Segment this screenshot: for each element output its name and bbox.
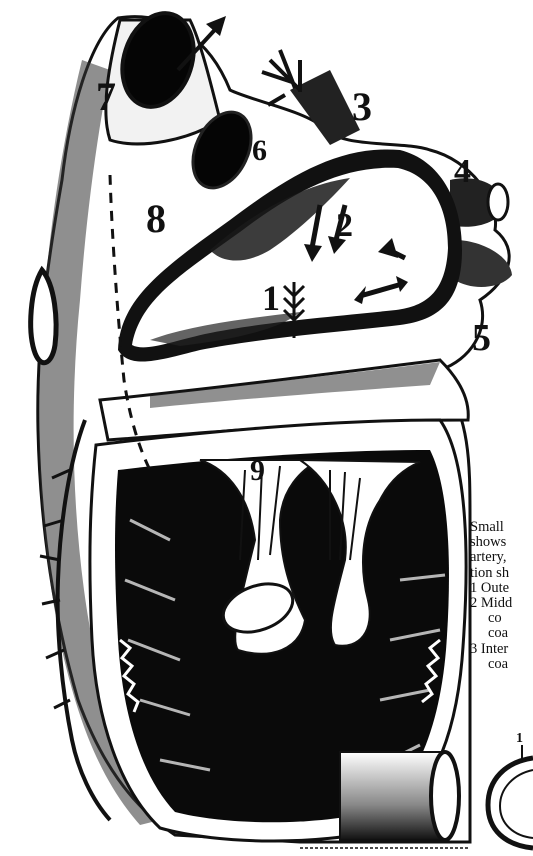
- vessel-branches: [262, 50, 300, 105]
- caption-line: 2 Midd: [470, 596, 533, 611]
- vein-loop: [31, 270, 56, 363]
- caption-line: artery,: [470, 550, 533, 565]
- label-pulmonary-artery: 6: [252, 134, 267, 167]
- caption-line: co: [470, 611, 533, 626]
- label-left-atrium: 1: [262, 278, 280, 318]
- label-right-atrium: 8: [146, 196, 166, 241]
- label-atrium-2: 2: [336, 207, 353, 244]
- right-vessel-upper-end: [488, 184, 508, 220]
- tube-body: [340, 752, 440, 840]
- caption-line: 3 Inter: [470, 642, 533, 657]
- label-ventricle: 9: [250, 454, 265, 487]
- tube-end: [431, 752, 459, 840]
- tube-marker-label: 1: [516, 731, 523, 746]
- caption-line: tion sh: [470, 566, 533, 581]
- aorta-flow-arrowhead: [206, 16, 226, 36]
- caption-text: Small shows artery, tion sh 1 Oute 2 Mid…: [470, 520, 533, 672]
- label-aorta: 7: [96, 74, 116, 119]
- tube-section-inner: [500, 770, 533, 838]
- label-coronary-sinus: 5: [472, 317, 491, 359]
- label-pulmonary-veins: 4: [454, 153, 471, 190]
- caption-line: coa: [470, 657, 533, 672]
- caption-line: Small: [470, 520, 533, 535]
- caption-line: coa: [470, 626, 533, 641]
- caption-line: 1 Oute: [470, 581, 533, 596]
- label-vena-cava: 3: [352, 84, 372, 129]
- caption-line: shows: [470, 535, 533, 550]
